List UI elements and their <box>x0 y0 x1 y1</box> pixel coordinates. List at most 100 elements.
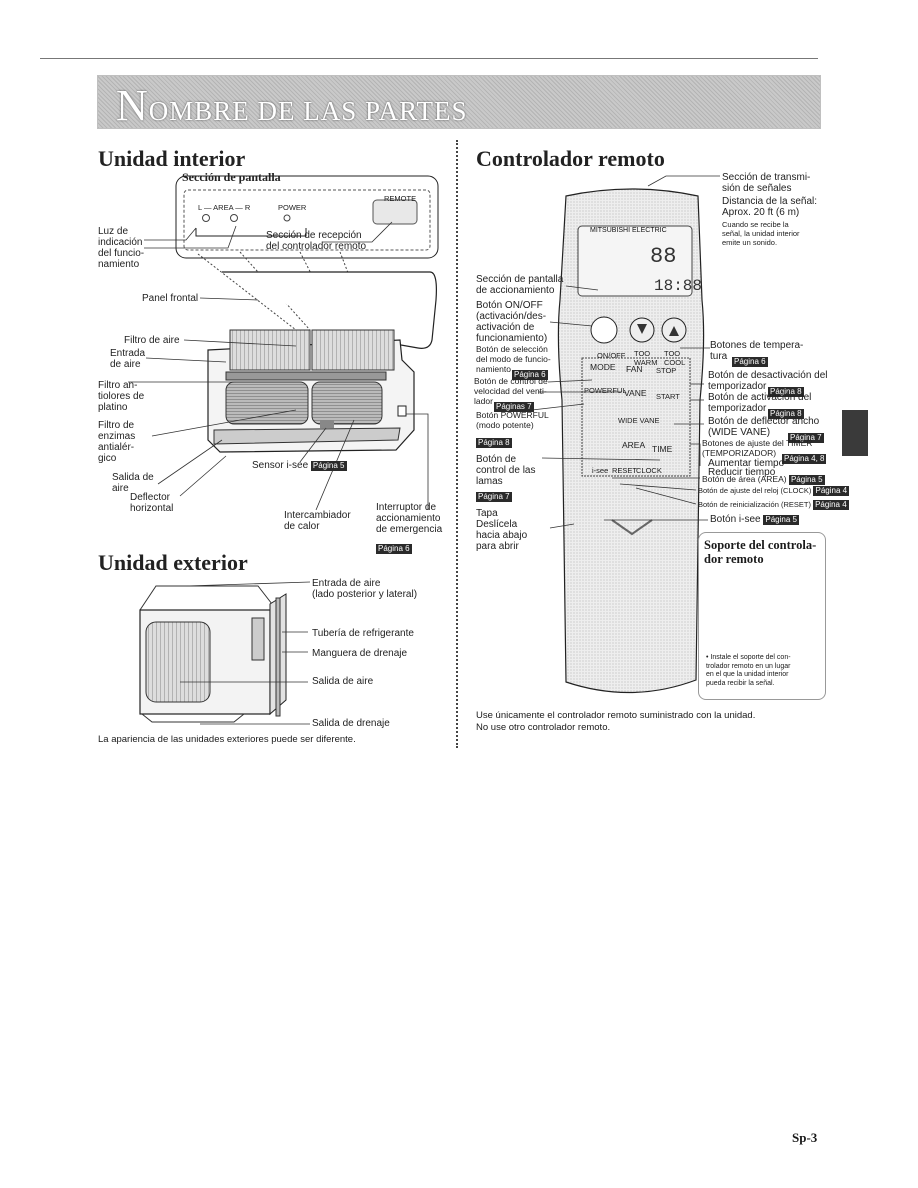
label-sensor-isee: Sensor i-see Página 5 <box>252 460 347 471</box>
label-filtro-antiolores: Filtro an- tiolores de platino <box>98 380 145 413</box>
label-area: Botón de área (AREA) Página 5 <box>702 474 825 485</box>
side-tab-marker <box>842 410 868 456</box>
label-powerful: Botón POWERFUL (modo potente) <box>476 410 549 430</box>
clock-page-badge: Página 4 <box>813 486 850 496</box>
label-filtro-aire: Filtro de aire <box>124 335 180 346</box>
remote-on-off-button: ON/OFF <box>597 351 626 360</box>
desactivacion-page-badge: Página 8 <box>768 387 804 397</box>
mini-area-label: L — AREA — R <box>198 203 251 212</box>
remote-drawing: MITSUBISHI ELECTRIC 88 18:88 <box>531 175 720 694</box>
label-timer: Botones de ajuste del TIMER (TEMPORIZADO… <box>702 438 813 458</box>
label-manguera: Manguera de drenaje <box>312 648 408 659</box>
label-wide-vane: Botón de deflector ancho (WIDE VANE) <box>708 416 820 438</box>
label-velocidad: Botón de control de velocidad del venti-… <box>474 376 548 406</box>
remote-title: Controlador remoto <box>476 146 665 171</box>
mini-remote-label: REMOTE <box>384 194 417 203</box>
label-luz: Luz de indicación del funcio- namiento <box>98 226 145 270</box>
top-rule <box>40 58 818 59</box>
title-initial: N <box>116 81 149 130</box>
indoor-title: Unidad interior <box>98 146 246 171</box>
section-banner <box>98 76 820 128</box>
remote-area-button: AREA <box>622 440 646 450</box>
outdoor-unit-drawing <box>139 581 311 725</box>
label-modo: Botón de selección del modo de funcio- n… <box>476 344 551 374</box>
label-temperatura: Botones de tempera- tura <box>710 340 804 362</box>
label-interruptor: Interruptor de accionamiento de emergenc… <box>376 502 443 535</box>
svg-text:18:88: 18:88 <box>654 277 702 295</box>
remote-clock-button: CLOCK <box>636 466 662 475</box>
remote-brand-text: MITSUBISHI ELECTRIC <box>590 227 667 234</box>
reset-page-badge: Página 4 <box>813 500 849 510</box>
temperatura-page-badge: Página 6 <box>732 357 768 367</box>
remote-note: Use únicamente el controlador remoto sum… <box>476 710 756 733</box>
activacion-page-badge: Página 8 <box>768 409 804 419</box>
emergency-switch <box>397 405 407 417</box>
remote-too-cool-button: TOO COOL <box>664 349 686 367</box>
display-section-label: Sección de pantalla <box>182 170 281 184</box>
lamas-page-badge: Página 7 <box>476 492 512 502</box>
holder-title: Soporte del controla- dor remoto <box>704 538 817 566</box>
label-activacion: Botón de activación del temporizador <box>708 392 812 414</box>
power-indicator <box>283 214 291 222</box>
label-transmision: Sección de transmi- sión de señales <box>722 172 811 194</box>
label-recepcion: Sección de recepción del controlador rem… <box>266 230 367 252</box>
isee-page-badge: Página 5 <box>763 515 799 525</box>
label-clock: Botón de ajuste del reloj (CLOCK) Página… <box>698 486 850 496</box>
page-number: Sp-3 <box>792 1130 818 1145</box>
remote-too-warm-button: TOO WARM <box>634 349 658 367</box>
label-desactivacion: Botón de desactivación del temporizador <box>708 370 828 392</box>
label-cuando: Cuando se recibe la señal, la unidad int… <box>722 220 800 247</box>
wide-page-badge: Página 7 <box>788 433 824 443</box>
remote-start-button: START <box>656 392 680 401</box>
outdoor-title: Unidad exterior <box>98 550 248 575</box>
label-entrada-aire: Entrada de aire <box>110 348 146 370</box>
powerful-page-badge: Página 8 <box>476 438 512 448</box>
remote-receiver <box>372 199 418 225</box>
area-right-indicator <box>230 214 238 222</box>
remote-fan-button: FAN <box>626 364 643 374</box>
area-left-indicator <box>202 214 210 222</box>
label-onoff: Botón ON/OFF (activación/des- activación… <box>476 300 548 344</box>
interruptor-page-badge: Página 6 <box>376 544 412 554</box>
label-reset: Botón de reinicialización (RESET) Página… <box>698 500 849 510</box>
remote-wide-vane-button: WIDE VANE <box>618 416 660 425</box>
label-pantalla-accionamiento: Sección de pantalla de accionamiento <box>476 274 564 296</box>
modo-page-badge: Página 6 <box>512 370 548 380</box>
indoor-unit-drawing <box>128 221 437 511</box>
label-aumentar: Aumentar tiempo <box>708 458 785 469</box>
column-divider <box>456 140 458 748</box>
label-outdoor-salida-aire: Salida de aire <box>312 676 374 687</box>
remote-vane-button: VANE <box>624 388 647 398</box>
label-salida-drenaje: Salida de drenaje <box>312 718 390 729</box>
remote-isee-button: i-see <box>592 466 609 475</box>
label-isee: Botón i-see Página 5 <box>710 514 799 525</box>
svg-text:88: 88 <box>650 244 676 269</box>
label-filtro-enzimas: Filtro de enzimas antialér- gico <box>98 420 136 464</box>
label-tuberia: Tubería de refrigerante <box>312 628 414 639</box>
remote-lcd <box>577 225 693 297</box>
remote-mode-button: MODE <box>590 362 616 372</box>
remote-stop-button: STOP <box>656 366 677 375</box>
remote-reset-button: RESET <box>612 466 638 475</box>
title-rest: OMBRE DE LAS PARTES <box>148 96 468 126</box>
remote-powerful-button: POWERFUL <box>584 386 627 395</box>
label-intercambiador: Intercambiador de calor <box>284 510 351 532</box>
remote-time-button: TIME <box>652 444 673 454</box>
holder-note: • Instale el soporte del con- trolador r… <box>706 654 791 687</box>
label-panel-frontal: Panel frontal <box>142 293 199 304</box>
area-page-badge: Página 5 <box>788 475 825 485</box>
label-lamas: Botón de control de las lamas <box>476 454 536 487</box>
timer-page-badge: Página 4, 8 <box>782 454 827 464</box>
outdoor-note: La apariencia de las unidades exteriores… <box>98 734 356 745</box>
mini-power-label: POWER <box>278 203 307 212</box>
velocidad-page-badge: Páginas 7 <box>494 402 534 412</box>
label-distancia: Distancia de la señal: Aprox. 20 ft (6 m… <box>722 196 818 218</box>
label-tapa: Tapa Deslícela hacia abajo para abrir <box>476 508 528 552</box>
label-deflector: Deflector horizontal <box>130 492 174 514</box>
isee-sensor <box>320 420 334 428</box>
sensor-page-badge: Página 5 <box>310 461 347 471</box>
label-outdoor-entrada: Entrada de aire (lado posterior y latera… <box>312 578 418 600</box>
holder-box <box>698 532 826 700</box>
label-reducir: Reducir tiempo <box>708 467 776 478</box>
